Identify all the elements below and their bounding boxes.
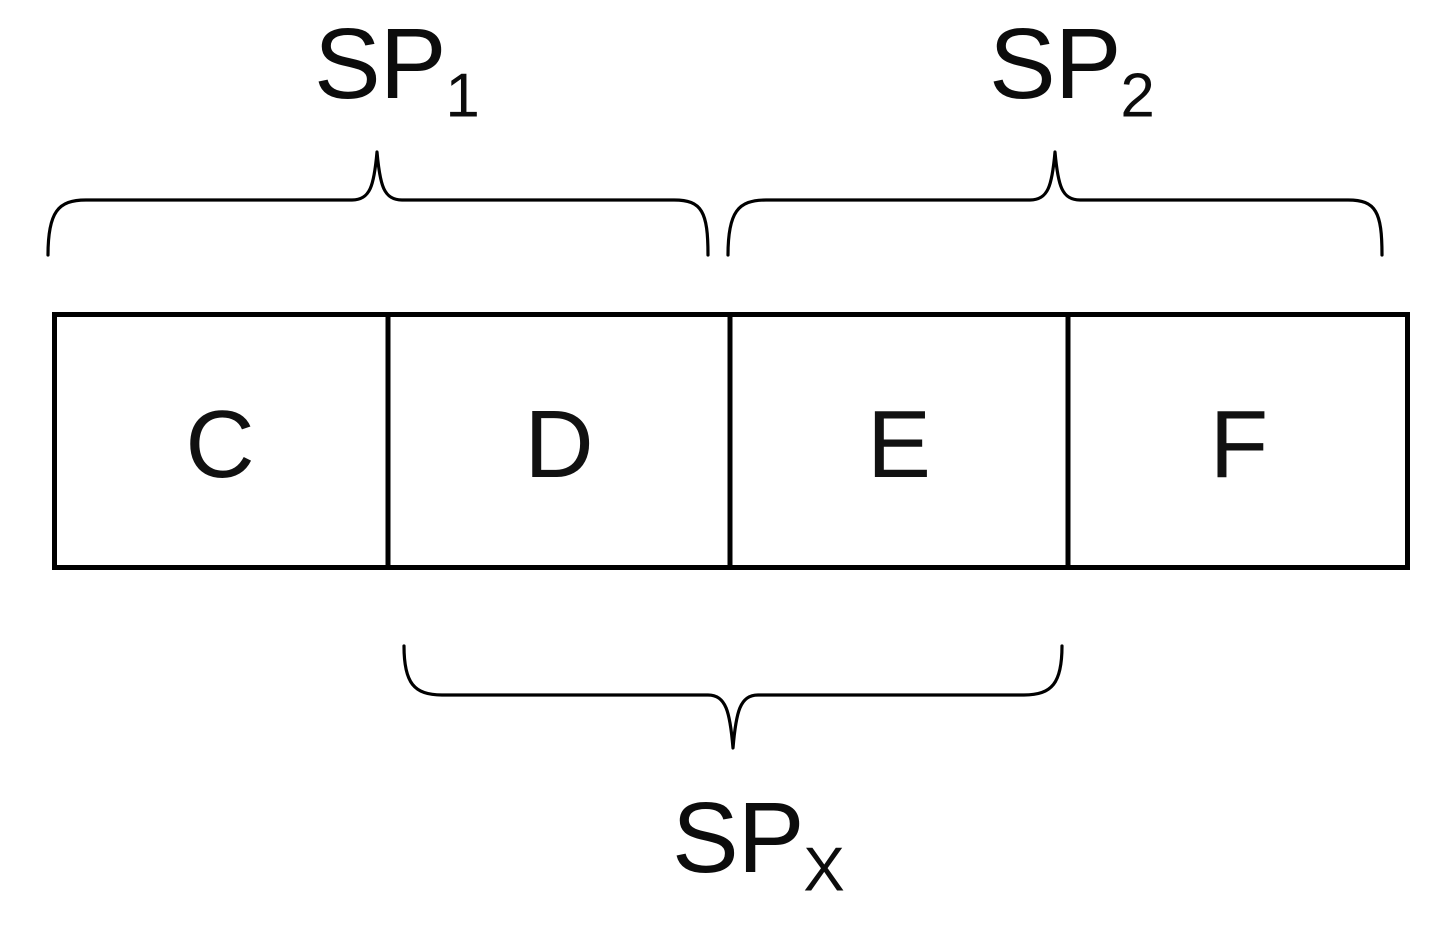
brace-spx-path xyxy=(402,644,1064,750)
cell-row xyxy=(52,312,1410,570)
brace-sp2-path xyxy=(726,150,1384,257)
cell-label-d: D xyxy=(524,391,593,498)
label-spx-subscript: X xyxy=(803,835,845,905)
label-sp2-subscript: 2 xyxy=(1120,61,1155,131)
brace-sp2 xyxy=(726,150,1384,257)
label-sp1-base: SP xyxy=(314,8,446,120)
label-sp2-base: SP xyxy=(989,8,1121,120)
label-spx: SPX xyxy=(672,788,845,902)
brace-spx xyxy=(402,644,1064,750)
label-sp2: SP2 xyxy=(989,14,1155,128)
cell-label-e: E xyxy=(867,391,931,498)
label-sp1-subscript: 1 xyxy=(445,61,480,131)
label-sp1: SP1 xyxy=(314,14,480,128)
label-spx-base: SP xyxy=(672,782,804,894)
brace-sp1 xyxy=(46,150,710,257)
cell-label-f: F xyxy=(1210,391,1269,498)
brace-sp1-path xyxy=(46,150,710,257)
cell-label-c: C xyxy=(185,391,254,498)
